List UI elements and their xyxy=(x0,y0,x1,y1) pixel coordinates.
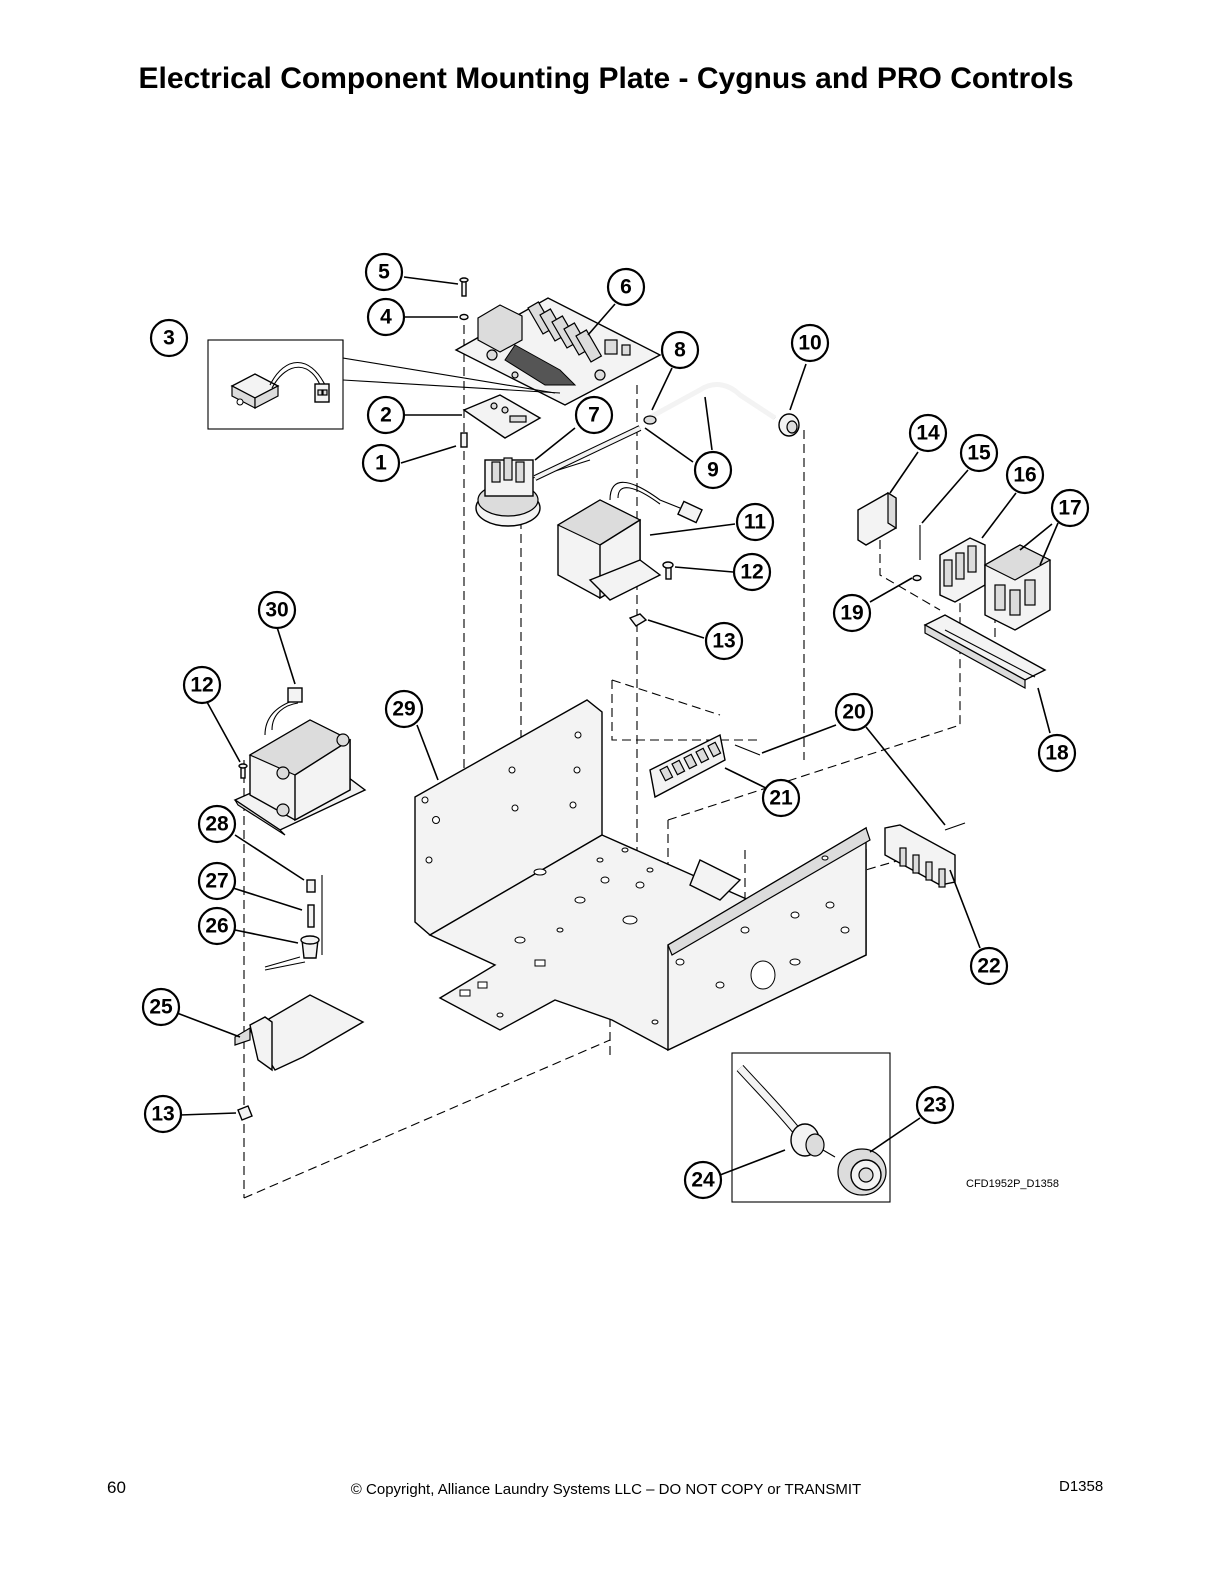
svg-text:14: 14 xyxy=(916,422,940,445)
lamp-bracket xyxy=(234,875,365,1121)
svg-text:15: 15 xyxy=(967,442,991,465)
callout-1: 1 xyxy=(361,443,401,483)
svg-text:12: 12 xyxy=(190,674,213,697)
hose-assembly xyxy=(533,382,800,481)
svg-text:4: 4 xyxy=(380,306,392,329)
svg-text:27: 27 xyxy=(205,870,228,893)
svg-text:9: 9 xyxy=(707,459,719,482)
grommet-inset: CFD1952P_D1358 xyxy=(731,1052,1059,1203)
callout-8: 8 xyxy=(660,330,700,370)
callout-24: 24 xyxy=(683,1160,723,1200)
svg-text:18: 18 xyxy=(1045,742,1069,765)
callout-12-lower: 12 xyxy=(182,665,222,705)
svg-text:6: 6 xyxy=(620,276,632,299)
callout-11: 11 xyxy=(735,502,775,542)
callout-13-upper: 13 xyxy=(704,621,744,661)
svg-text:11: 11 xyxy=(744,511,767,534)
bracket-22 xyxy=(884,824,956,888)
callout-18: 18 xyxy=(1037,733,1077,773)
svg-text:25: 25 xyxy=(149,996,173,1019)
nut-upper xyxy=(628,613,648,627)
svg-text:23: 23 xyxy=(923,1094,946,1117)
svg-text:13: 13 xyxy=(712,630,735,653)
callout-15: 15 xyxy=(959,433,999,473)
screw-and-washer xyxy=(459,277,469,321)
svg-text:1: 1 xyxy=(375,452,387,475)
svg-text:20: 20 xyxy=(842,701,865,724)
cable-inset xyxy=(207,339,561,430)
svg-text:12: 12 xyxy=(740,561,763,584)
svg-text:29: 29 xyxy=(392,698,415,721)
transformer-upper xyxy=(556,481,703,601)
callout-17: 17 xyxy=(1050,488,1090,528)
svg-text:5: 5 xyxy=(378,261,390,284)
callout-6: 6 xyxy=(606,267,646,307)
svg-text:2: 2 xyxy=(380,404,392,427)
copyright-notice: © Copyright, Alliance Laundry Systems LL… xyxy=(350,1481,862,1498)
callout-28: 28 xyxy=(197,804,237,844)
svg-text:7: 7 xyxy=(588,404,600,427)
assembly-dash-lines xyxy=(243,325,996,1199)
callout-7: 7 xyxy=(574,395,614,435)
callout-4: 4 xyxy=(366,297,406,337)
svg-text:19: 19 xyxy=(840,602,863,625)
svg-text:8: 8 xyxy=(674,339,686,362)
callout-26: 26 xyxy=(197,906,237,946)
terminal-block xyxy=(649,733,966,831)
svg-text:3: 3 xyxy=(163,327,175,350)
svg-text:13: 13 xyxy=(151,1103,174,1126)
svg-text:28: 28 xyxy=(205,813,229,836)
mounting-plate xyxy=(414,699,871,1052)
page-title: Electrical Component Mounting Plate - Cy… xyxy=(138,62,1074,95)
pressure-switch xyxy=(475,457,591,527)
callout-25: 25 xyxy=(141,987,181,1027)
small-board xyxy=(460,394,542,448)
callout-12-upper: 12 xyxy=(732,552,772,592)
contactor-assembly xyxy=(857,491,1052,690)
svg-text:30: 30 xyxy=(265,599,288,622)
svg-text:10: 10 xyxy=(798,332,821,355)
transformer-left xyxy=(233,687,367,836)
document-code: D1358 xyxy=(1059,1478,1104,1495)
callout-29: 29 xyxy=(384,689,424,729)
callout-22: 22 xyxy=(969,946,1009,986)
callout-14: 14 xyxy=(908,413,948,453)
callout-2: 2 xyxy=(366,395,406,435)
callout-3: 3 xyxy=(149,318,189,358)
drawing-code: CFD1952P_D1358 xyxy=(966,1178,1059,1190)
control-board xyxy=(454,297,662,406)
svg-text:22: 22 xyxy=(977,955,1000,978)
callout-30: 30 xyxy=(257,590,297,630)
page-number: 60 xyxy=(107,1478,126,1497)
callout-13-lower: 13 xyxy=(143,1094,183,1134)
callout-21: 21 xyxy=(761,778,801,818)
callout-20: 20 xyxy=(834,692,874,732)
svg-text:16: 16 xyxy=(1013,464,1036,487)
svg-text:26: 26 xyxy=(205,915,228,938)
leader-lines xyxy=(176,276,1059,1176)
callout-9: 9 xyxy=(693,450,733,490)
svg-text:21: 21 xyxy=(769,787,793,810)
svg-text:24: 24 xyxy=(691,1169,715,1192)
callout-10: 10 xyxy=(790,323,830,363)
callout-19: 19 xyxy=(832,593,872,633)
callout-5: 5 xyxy=(364,252,404,292)
callout-16: 16 xyxy=(1005,455,1045,495)
svg-text:17: 17 xyxy=(1058,497,1081,520)
callout-27: 27 xyxy=(197,861,237,901)
callout-23: 23 xyxy=(915,1085,955,1125)
